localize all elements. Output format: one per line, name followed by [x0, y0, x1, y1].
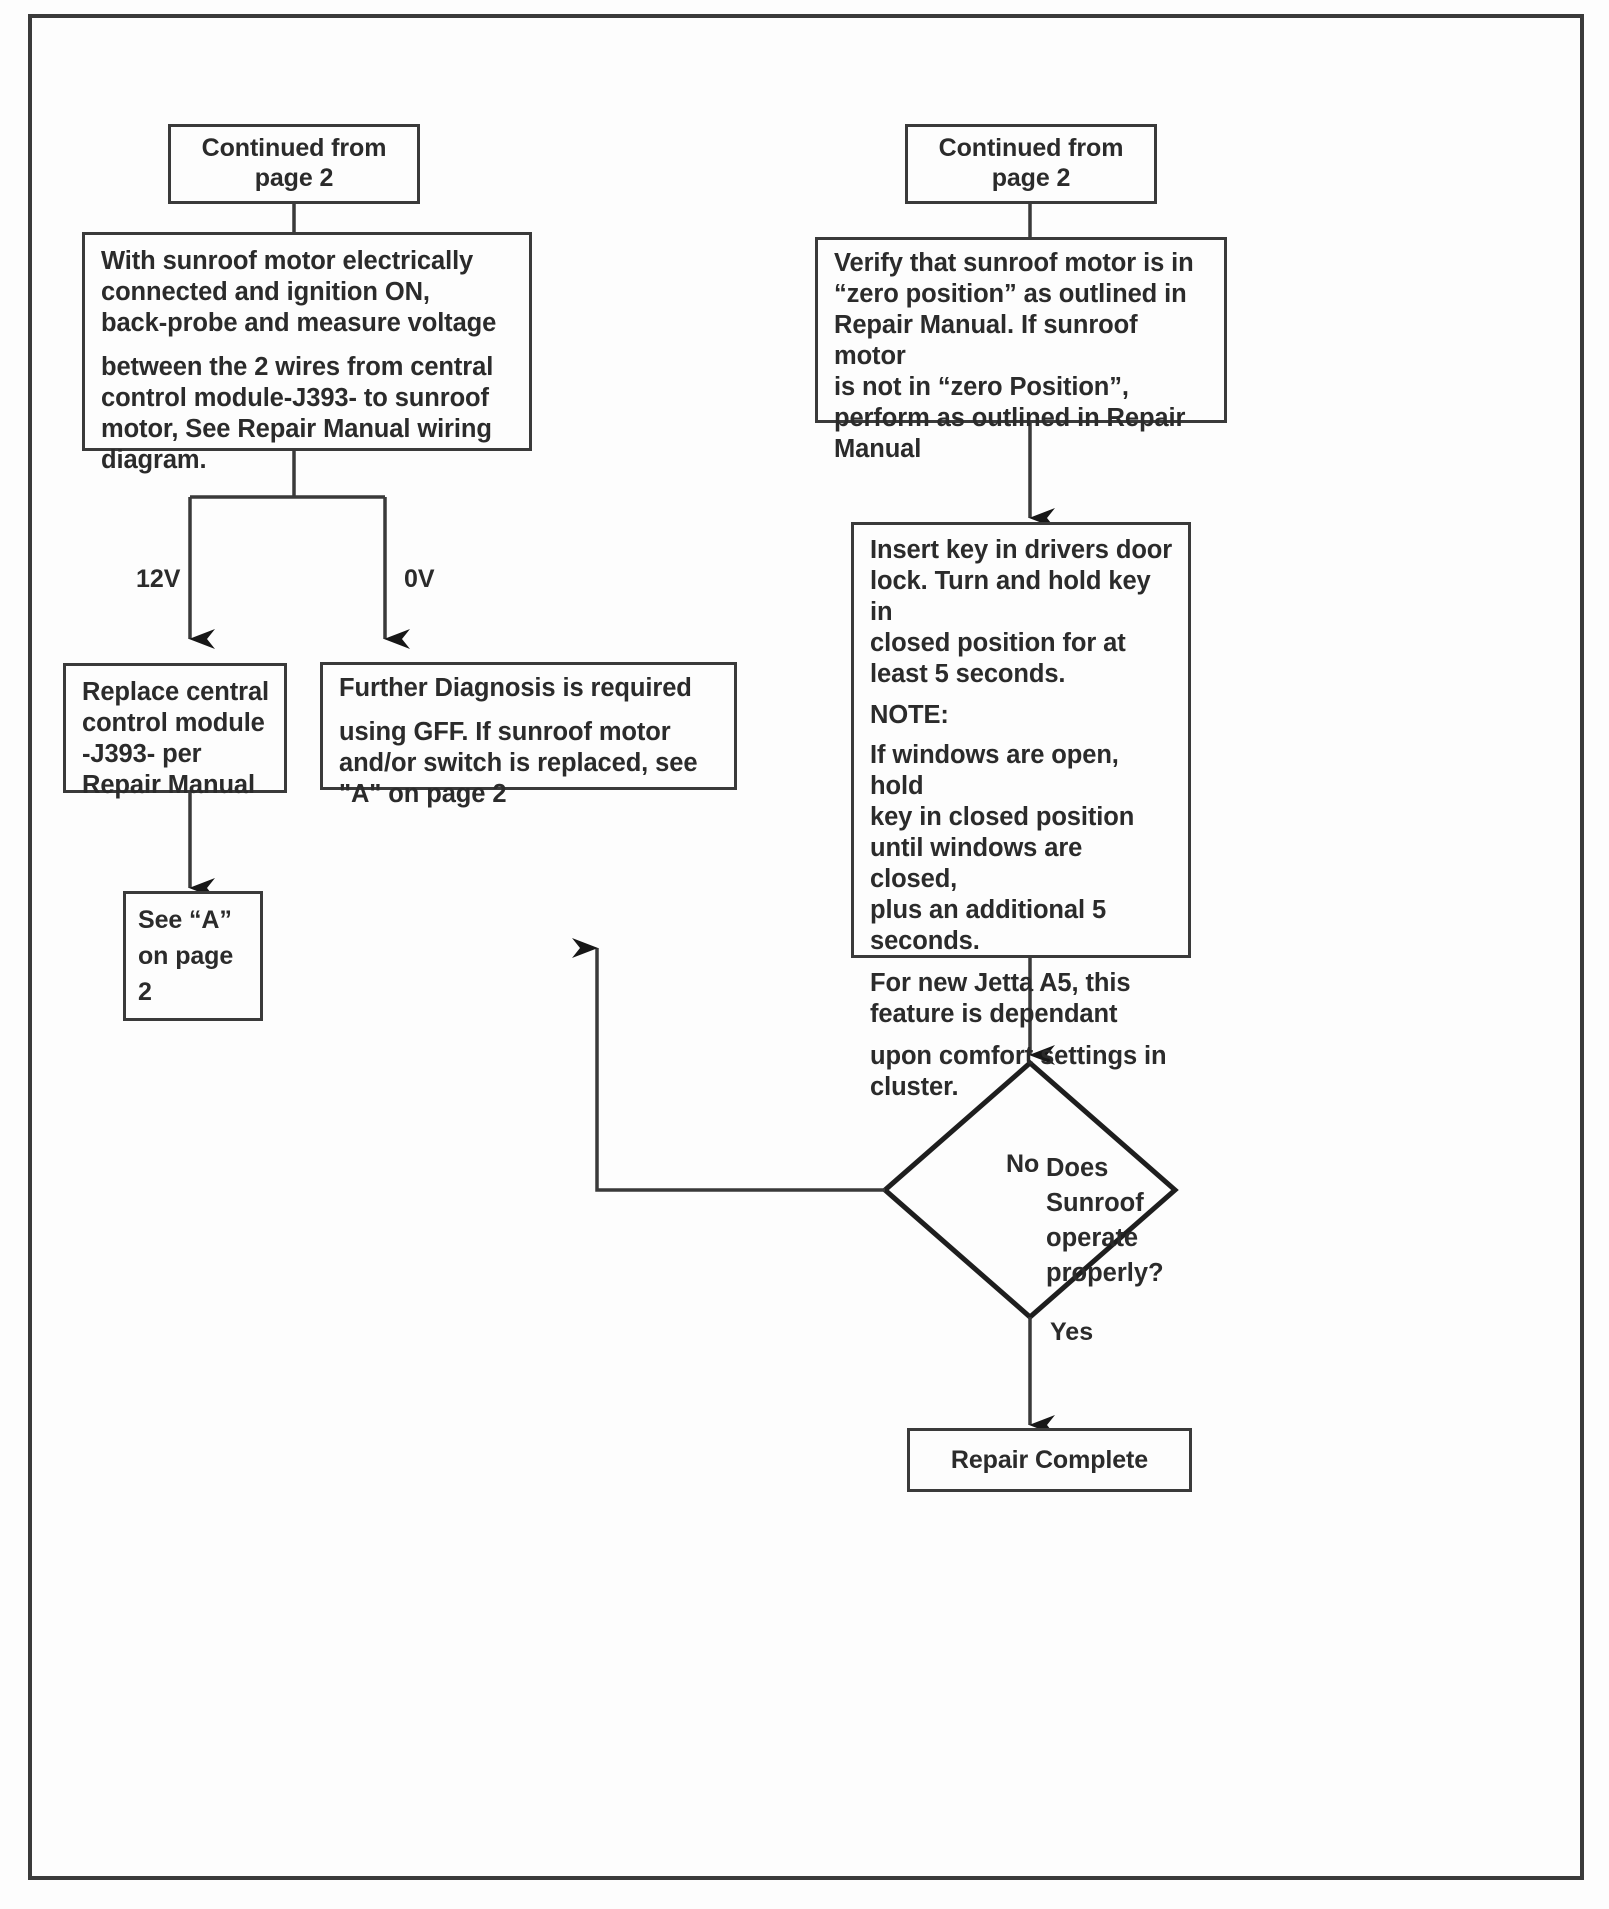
- node-replace-central-control-module[interactable]: Replace central control module -J393- pe…: [63, 663, 287, 799]
- node-repair-complete[interactable]: Repair Complete: [907, 1428, 1192, 1492]
- insert-key-para-5: upon comfort settings in cluster.: [870, 1042, 1167, 1101]
- measure-voltage-para-1: With sunroof motor electrically connecte…: [101, 247, 497, 337]
- replace-module-text: Replace central control module -J393- pe…: [82, 678, 270, 799]
- insert-key-note-heading: NOTE:: [870, 701, 949, 729]
- see-a-page2-label: See “A” on page 2: [138, 906, 234, 1006]
- repair-complete-label: Repair Complete: [950, 1446, 1149, 1474]
- edge-label-12v: 12V: [136, 565, 181, 593]
- insert-key-para-1: Insert key in drivers door lock. Turn an…: [870, 536, 1173, 688]
- measure-voltage-para-2: between the 2 wires from central control…: [101, 353, 494, 474]
- continued-left-label: Continued from page 2: [201, 134, 387, 192]
- edge-label-yes: Yes: [1050, 1318, 1094, 1346]
- insert-key-para-3: If windows are open, hold key in closed …: [870, 741, 1135, 955]
- verify-zero-position-text: Verify that sunroof motor is in “zero po…: [834, 249, 1194, 463]
- continued-right-label: Continued from page 2: [938, 134, 1124, 192]
- insert-key-para-4: For new Jetta A5, this feature is depend…: [870, 969, 1131, 1028]
- edge-label-0v: 0V: [404, 565, 435, 593]
- edge-label-no: No: [1006, 1150, 1040, 1178]
- node-see-a-on-page-2[interactable]: See “A” on page 2: [123, 891, 263, 1021]
- further-diagnosis-para-1: Further Diagnosis is required: [339, 674, 692, 702]
- node-continued-from-page-2-left[interactable]: Continued from page 2: [168, 124, 420, 204]
- node-verify-zero-position[interactable]: Verify that sunroof motor is in “zero po…: [815, 237, 1227, 463]
- node-insert-key[interactable]: Insert key in drivers door lock. Turn an…: [851, 522, 1191, 1101]
- node-measure-voltage[interactable]: With sunroof motor electrically connecte…: [82, 232, 532, 474]
- node-continued-from-page-2-right[interactable]: Continued from page 2: [905, 124, 1157, 204]
- decision-sunroof-label: Does Sunroof operate properly?: [1046, 1154, 1164, 1287]
- further-diagnosis-para-2: using GFF. If sunroof motor and/or switc…: [339, 718, 698, 808]
- node-further-diagnosis[interactable]: Further Diagnosis is required using GFF.…: [320, 662, 737, 808]
